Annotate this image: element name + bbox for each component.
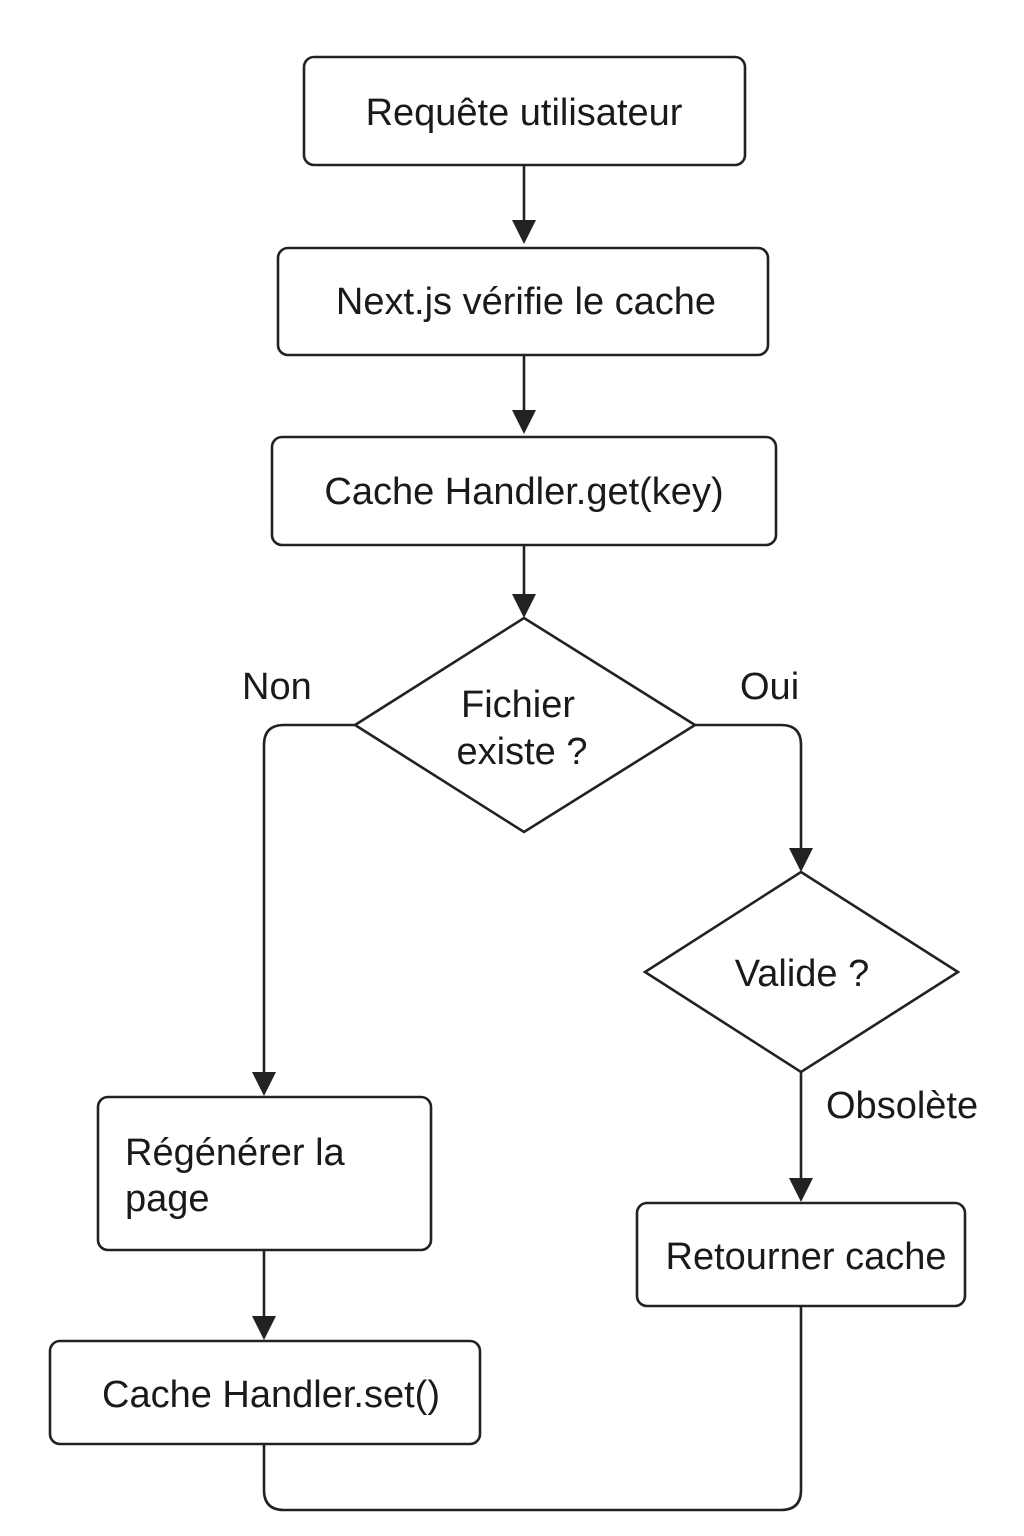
arrowhead-icon — [252, 1316, 276, 1340]
arrowhead-icon — [252, 1072, 276, 1096]
edge-label-yes: Oui — [740, 666, 799, 708]
process-box — [302, 55, 747, 167]
node-nextjs-check: Next.js vérifie le cache — [276, 246, 770, 357]
node-return-cache: Retourner cache — [635, 1201, 967, 1308]
node-return-cache-label: Retourner cache — [666, 1236, 947, 1278]
node-cache-get-label: Cache Handler.get(key) — [324, 471, 723, 513]
process-box — [276, 246, 770, 357]
arrowhead-icon — [789, 848, 813, 872]
process-box — [635, 1201, 967, 1308]
node-request-label: Requête utilisateur — [366, 92, 683, 134]
arrowhead-icon — [789, 1178, 813, 1202]
edge-no-to-regenerate — [262, 723, 355, 1074]
arrowhead-icon — [512, 594, 536, 618]
node-regenerate-line1: Régénérer la — [125, 1132, 346, 1174]
node-nextjs-check-label: Next.js vérifie le cache — [336, 281, 716, 323]
arrowhead-icon — [512, 220, 536, 244]
arrowhead-icon — [512, 410, 536, 434]
node-request: Requête utilisateur — [302, 55, 747, 167]
node-cache-set: Cache Handler.set() — [48, 1339, 482, 1446]
edge-merge — [262, 1306, 803, 1512]
edge-label-stale: Obsolète — [826, 1085, 978, 1127]
node-cache-set-label: Cache Handler.set() — [102, 1374, 440, 1416]
decision-diamond — [642, 870, 961, 1074]
node-cache-get: Cache Handler.get(key) — [270, 435, 778, 547]
edge-label-no: Non — [242, 666, 312, 708]
process-box — [270, 435, 778, 547]
node-valid-label: Valide ? — [735, 953, 870, 995]
node-file-exists-line2: existe ? — [457, 731, 588, 773]
node-valid: Valide ? — [642, 870, 961, 1074]
node-regenerate: Régénérer la page — [96, 1095, 433, 1252]
process-box — [48, 1339, 482, 1446]
process-box — [96, 1095, 433, 1252]
decision-diamond — [352, 616, 698, 834]
node-regenerate-line2: page — [125, 1178, 210, 1220]
node-file-exists: Fichier existe ? — [352, 616, 698, 834]
node-file-exists-line1: Fichier — [461, 684, 575, 726]
edges — [252, 165, 813, 1512]
edge-yes-to-valid — [695, 723, 803, 850]
